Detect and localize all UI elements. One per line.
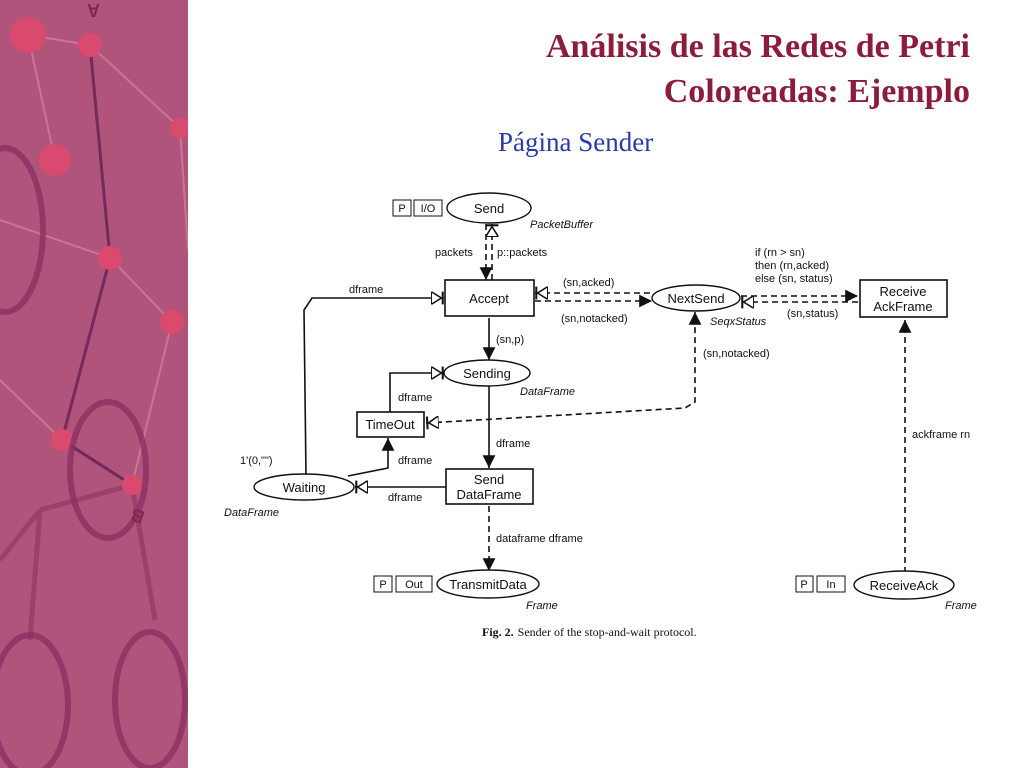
port-receive-p: P [800, 579, 807, 591]
slide-title-line-1: Análisis de las Redes de Petri [545, 28, 970, 65]
arc-label-sn-notacked-1: (sn,notacked) [561, 313, 628, 325]
place-nextsend [651, 284, 741, 312]
sidebar-letter-a: A [87, 0, 100, 20]
arc-label-guard-1: if (rn > sn) [755, 247, 805, 259]
arc-label-sn-p: (sn,p) [496, 334, 524, 346]
place-transmitdata [436, 569, 540, 599]
place-receiveack-label: ReceiveAck [870, 578, 939, 593]
port-transmit-p-box [373, 575, 393, 593]
port-receive-in: In [826, 579, 835, 591]
port-receive-p-box [795, 575, 814, 593]
arc-label-packets: packets [435, 247, 473, 259]
port-transmit-out: Out [405, 579, 423, 591]
colorset-sending: DataFrame [520, 386, 575, 398]
port-send-p-box [392, 199, 412, 217]
place-sending-label: Sending [463, 366, 511, 381]
arc-label-dframe-waiting-in: dframe [388, 492, 422, 504]
figure-caption: Fig. 2. Sender of the stop-and-wait proto… [482, 625, 697, 639]
arc-label-dataframe-dframe: dataframe dframe [496, 533, 583, 545]
arc-timeout-nextsend [426, 312, 695, 423]
slide-title: Análisis de las Redes de Petri Coloreada… [410, 24, 970, 114]
place-nextsend-label: NextSend [667, 291, 724, 306]
transition-send-dataframe-label-2: DataFrame [456, 487, 521, 502]
place-waiting-label: Waiting [283, 480, 326, 495]
port-transmit-out-box [395, 575, 433, 593]
port-send-p: P [398, 203, 405, 215]
arc-label-dframe-timeout-in: dframe [398, 392, 432, 404]
transition-timeout-label: TimeOut [365, 417, 415, 432]
transition-timeout [356, 411, 425, 438]
arc-label-guard-3: else (sn, status) [755, 273, 833, 285]
colorset-receiveack: Frame [945, 600, 977, 612]
arc-label-ackframe-rn: ackframe rn [912, 429, 970, 441]
arc-label-sn-notacked-2: (sn,notacked) [703, 348, 770, 360]
sidebar-decoration: A B [0, 0, 188, 768]
place-send-label: Send [474, 201, 504, 216]
arc-label-dframe-top: dframe [349, 284, 383, 296]
arc-label-dframe-sending-out: dframe [496, 438, 530, 450]
arc-label-initial-marking: 1'(0,"") [240, 455, 273, 467]
slide-subtitle: Página Sender [498, 127, 654, 157]
transition-send-dataframe [445, 468, 534, 505]
arc-label-p-packets: p::packets [497, 247, 548, 259]
place-receiveack [853, 570, 955, 600]
place-transmitdata-label: TransmitData [449, 577, 527, 592]
colorset-send: PacketBuffer [530, 219, 594, 231]
figure-caption-bold: Fig. 2. [482, 625, 514, 639]
colorset-nextsend: SeqxStatus [710, 316, 767, 328]
transition-receive-ackframe [859, 279, 948, 318]
transition-accept-label: Accept [469, 291, 509, 306]
port-send-io: I/O [421, 203, 436, 215]
transition-accept [444, 279, 535, 317]
arc-label-dframe-timeout-out: dframe [398, 455, 432, 467]
place-send [446, 192, 532, 224]
arc-waiting-to-accept [303, 298, 444, 476]
sidebar-letter-b: B [128, 504, 147, 527]
arc-label-sn-status: (sn,status) [787, 308, 838, 320]
transition-receive-ackframe-label-2: AckFrame [873, 299, 932, 314]
arc-label-guard-2: then (rn,acked) [755, 260, 829, 272]
colorset-transmitdata: Frame [526, 600, 558, 612]
transition-receive-ackframe-label-1: Receive [880, 284, 927, 299]
colorset-waiting: DataFrame [224, 507, 279, 519]
slide-title-line-2: Coloreadas: Ejemplo [663, 73, 970, 110]
place-sending [443, 359, 531, 387]
arc-waiting-to-timeout [347, 438, 395, 477]
transition-send-dataframe-label-1: Send [474, 472, 504, 487]
place-waiting [253, 473, 355, 501]
arc-label-sn-acked: (sn,acked) [563, 277, 614, 289]
port-send-io-box [413, 199, 443, 217]
port-transmit-p: P [379, 579, 386, 591]
petri-net-diagram: Send NextSend Sending Waiting TransmitDa… [224, 192, 977, 639]
figure-caption-text: Sender of the stop-and-wait protocol. [518, 625, 697, 639]
port-receive-in-box [816, 575, 846, 593]
